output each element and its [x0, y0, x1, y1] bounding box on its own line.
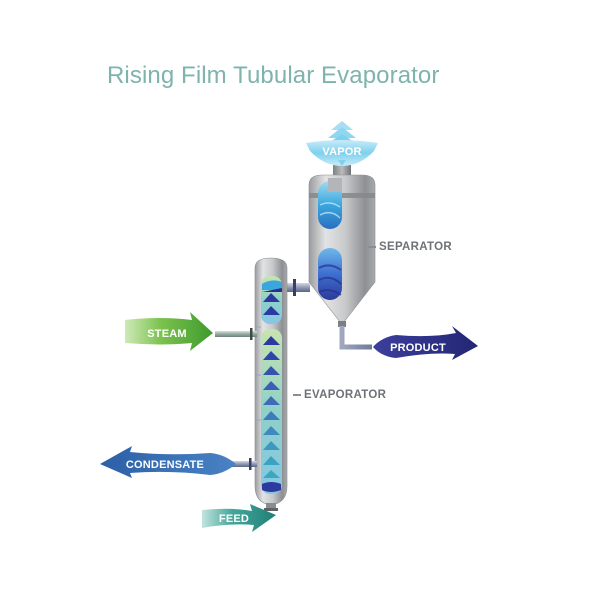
- product-label: PRODUCT: [390, 342, 446, 354]
- product-pipe: [339, 326, 372, 350]
- transfer-pipe-flange: [293, 279, 296, 296]
- condensate-label: CONDENSATE: [126, 459, 204, 471]
- feed-inlet-arrow: FEED: [202, 504, 276, 532]
- evaporator-callout: EVAPORATOR: [293, 389, 386, 401]
- separator-lower-sight-glass: [318, 248, 342, 300]
- callout-leader-line: [293, 394, 301, 396]
- separator-vessel: [308, 162, 376, 327]
- product-outlet-arrow: PRODUCT: [373, 326, 478, 360]
- steam-inlet-arrow: STEAM: [125, 312, 213, 351]
- rising-film-chevrons: [263, 293, 280, 478]
- condensate-outlet-arrow: CONDENSATE: [100, 446, 236, 478]
- steam-pipe: [215, 331, 257, 337]
- vapor-label: VAPOR: [322, 146, 361, 158]
- evaporator-label: EVAPORATOR: [304, 389, 387, 401]
- separator-upper-sight-glass: [318, 181, 342, 229]
- feed-label: FEED: [219, 513, 249, 525]
- vapor-outlet-flow: VAPOR: [306, 121, 378, 166]
- callout-leader-line: [368, 246, 376, 248]
- separator-label: SEPARATOR: [379, 241, 452, 253]
- diagram-title: Rising Film Tubular Evaporator: [107, 62, 440, 89]
- transfer-pipe: [285, 283, 310, 292]
- steam-label: STEAM: [147, 328, 187, 340]
- evaporator-vessel: [254, 257, 288, 511]
- separator-callout: SEPARATOR: [368, 241, 452, 253]
